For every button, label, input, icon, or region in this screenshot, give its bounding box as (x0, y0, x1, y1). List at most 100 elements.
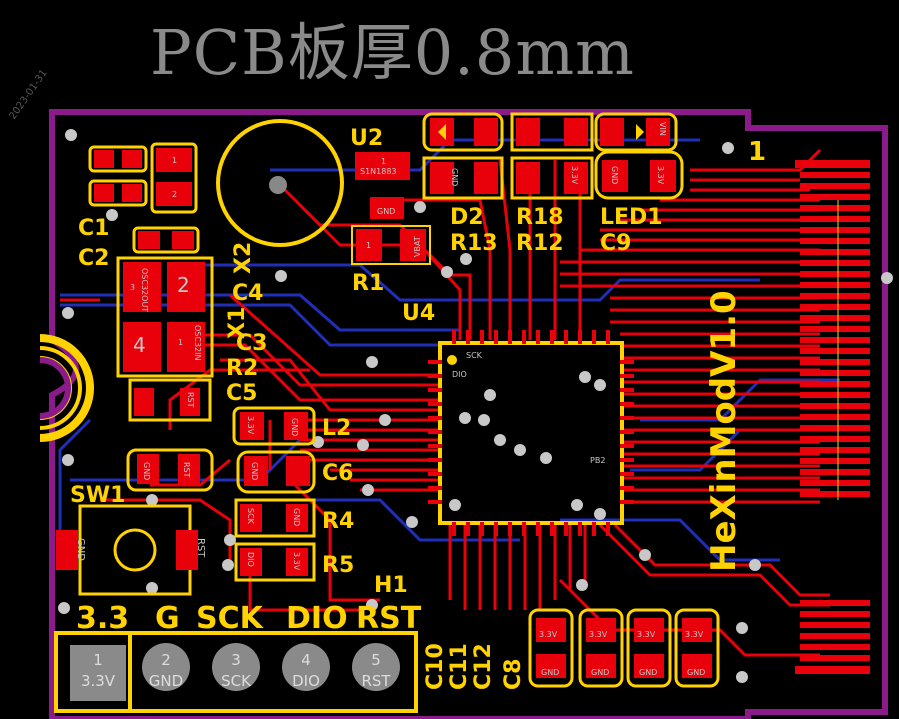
des-c8: C8 (501, 659, 526, 690)
silk-g: G (155, 601, 180, 636)
c10-gnd: GND (541, 668, 559, 677)
board-name: HeXinModV1.0 (704, 290, 744, 572)
c1-c2-pads: 1 2 (88, 142, 200, 254)
des-x1: X1 (225, 307, 250, 339)
c10-v33: 3.3V (539, 630, 558, 639)
r4-sck-label: SCK (246, 508, 255, 525)
header-pin-4-num: 4 (301, 651, 311, 669)
vias (58, 129, 893, 683)
silk-sck: SCK (196, 601, 265, 636)
c12-v33: 3.3V (637, 630, 656, 639)
des-r1: R1 (352, 271, 384, 296)
des-r5: R5 (322, 553, 354, 578)
u2-gnd-label: GND (377, 207, 395, 216)
c3-gnd-label: GND (142, 462, 151, 480)
led-vin-label: VIN (658, 122, 667, 136)
header-pin-2-net: GND (149, 672, 183, 690)
osc-out-label: OSC32OUT (140, 268, 149, 312)
r4-gnd-label: GND (292, 508, 301, 526)
c3-rst-label: RST (182, 462, 191, 478)
c1-pin1: 1 (172, 156, 177, 165)
l2-gnd-label: GND (290, 418, 299, 436)
header-pin-1-num: 1 (93, 651, 103, 669)
r2-rst-label: RST (186, 392, 195, 408)
notch-purple (39, 357, 71, 419)
des-r2: R2 (226, 356, 258, 381)
u2-battery: S1N1883 1 GND 1 VBAT (216, 119, 431, 265)
des-c4: C4 (232, 281, 263, 306)
des-c10: C10 (423, 643, 448, 690)
silk-dio: DIO (286, 601, 348, 636)
c9-gnd-label: GND (610, 166, 619, 184)
header-pin-3-pad (212, 643, 260, 691)
u4-pb2-label: PB2 (590, 456, 605, 465)
des-h1: H1 (374, 573, 408, 598)
des-c2: C2 (78, 246, 109, 271)
top-right-pads: GND 3.3V GND 3.3V VIN (422, 112, 684, 200)
des-c6: C6 (322, 461, 353, 486)
u2-diode-label: S1N1883 (360, 167, 397, 176)
des-u2: U2 (350, 126, 383, 151)
l2-v33-label: 3.3V (246, 416, 255, 435)
c11-gnd: GND (591, 668, 609, 677)
c8-gnd: GND (687, 668, 705, 677)
d2-gnd-label: GND (450, 168, 459, 186)
silk-rst: RST (356, 601, 422, 636)
u4-dio-label: DIO (452, 370, 467, 379)
header-pin-3-num: 3 (231, 651, 241, 669)
edge-connector (795, 160, 870, 674)
sw1-rst-label: RST (195, 538, 206, 558)
c1-pin2: 2 (172, 190, 177, 199)
c11-v33: 3.3V (589, 630, 608, 639)
x1-pin4: 4 (133, 333, 146, 357)
u4-sck-label: SCK (466, 351, 483, 360)
programming-header: 1 3.3V 2 GND 3 SCK 4 DIO 5 RST (54, 631, 418, 713)
u4-mcu: SCK DIO PB2 (428, 330, 634, 536)
des-c3: C3 (236, 331, 267, 356)
designators: C1 C2 U2 D2 R18 LED1 R13 R12 C9 R1 U4 X2… (70, 126, 663, 690)
header-pin-4-net: DIO (292, 672, 320, 690)
header-pin-5-net: RST (361, 672, 391, 690)
header-pin-2-pad (142, 643, 190, 691)
sw1-switch: GND RST (56, 504, 206, 596)
header-pin-1-net: 3.3V (81, 672, 116, 690)
des-c1: C1 (78, 216, 109, 241)
c12-gnd: GND (639, 668, 657, 677)
r5-dio-label: DIO (246, 552, 255, 567)
r12-v33-label: 3.3V (570, 166, 579, 185)
des-led1: LED1 (600, 205, 663, 230)
des-r12: R12 (516, 231, 564, 256)
header-pin-5-num: 5 (371, 651, 381, 669)
x1-pin1: 1 (178, 338, 183, 347)
page-title: PCB板厚0.8mm (150, 16, 635, 89)
u2-vbat-label: VBAT (413, 236, 422, 257)
des-c9: C9 (600, 231, 631, 256)
des-r4: R4 (322, 509, 354, 534)
des-r13: R13 (450, 231, 498, 256)
header-pin-4-pad (282, 643, 330, 691)
des-c5: C5 (226, 381, 257, 406)
header-pin-3-net: SCK (221, 672, 252, 690)
des-c11: C11 (447, 643, 472, 690)
header-pin-1-pad (70, 645, 126, 701)
des-r18: R18 (516, 205, 564, 230)
watermark: 2023-01-31 (7, 68, 49, 122)
x1-pin2: 2 (177, 273, 190, 297)
r5-v33-label: 3.3V (292, 552, 301, 571)
mid-passives: 3.3V GND GND SCK GND DIO 3.3V (232, 406, 316, 582)
pin1-marker: 1 (748, 137, 766, 167)
u2-diode-pin: 1 (381, 157, 386, 166)
des-x2: X2 (231, 242, 256, 274)
osc-in-label: OSC32IN (193, 325, 202, 361)
u4-pin1-dot (447, 355, 457, 365)
x1-pin3: 3 (130, 283, 135, 292)
des-d2: D2 (450, 205, 484, 230)
des-u4: U4 (402, 301, 435, 326)
des-sw1: SW1 (70, 483, 125, 508)
des-l2: L2 (322, 416, 351, 441)
des-c12: C12 (471, 643, 496, 690)
header-pin-2-num: 2 (161, 651, 171, 669)
c8-v33: 3.3V (685, 630, 704, 639)
c6-gnd-label: GND (250, 462, 259, 480)
